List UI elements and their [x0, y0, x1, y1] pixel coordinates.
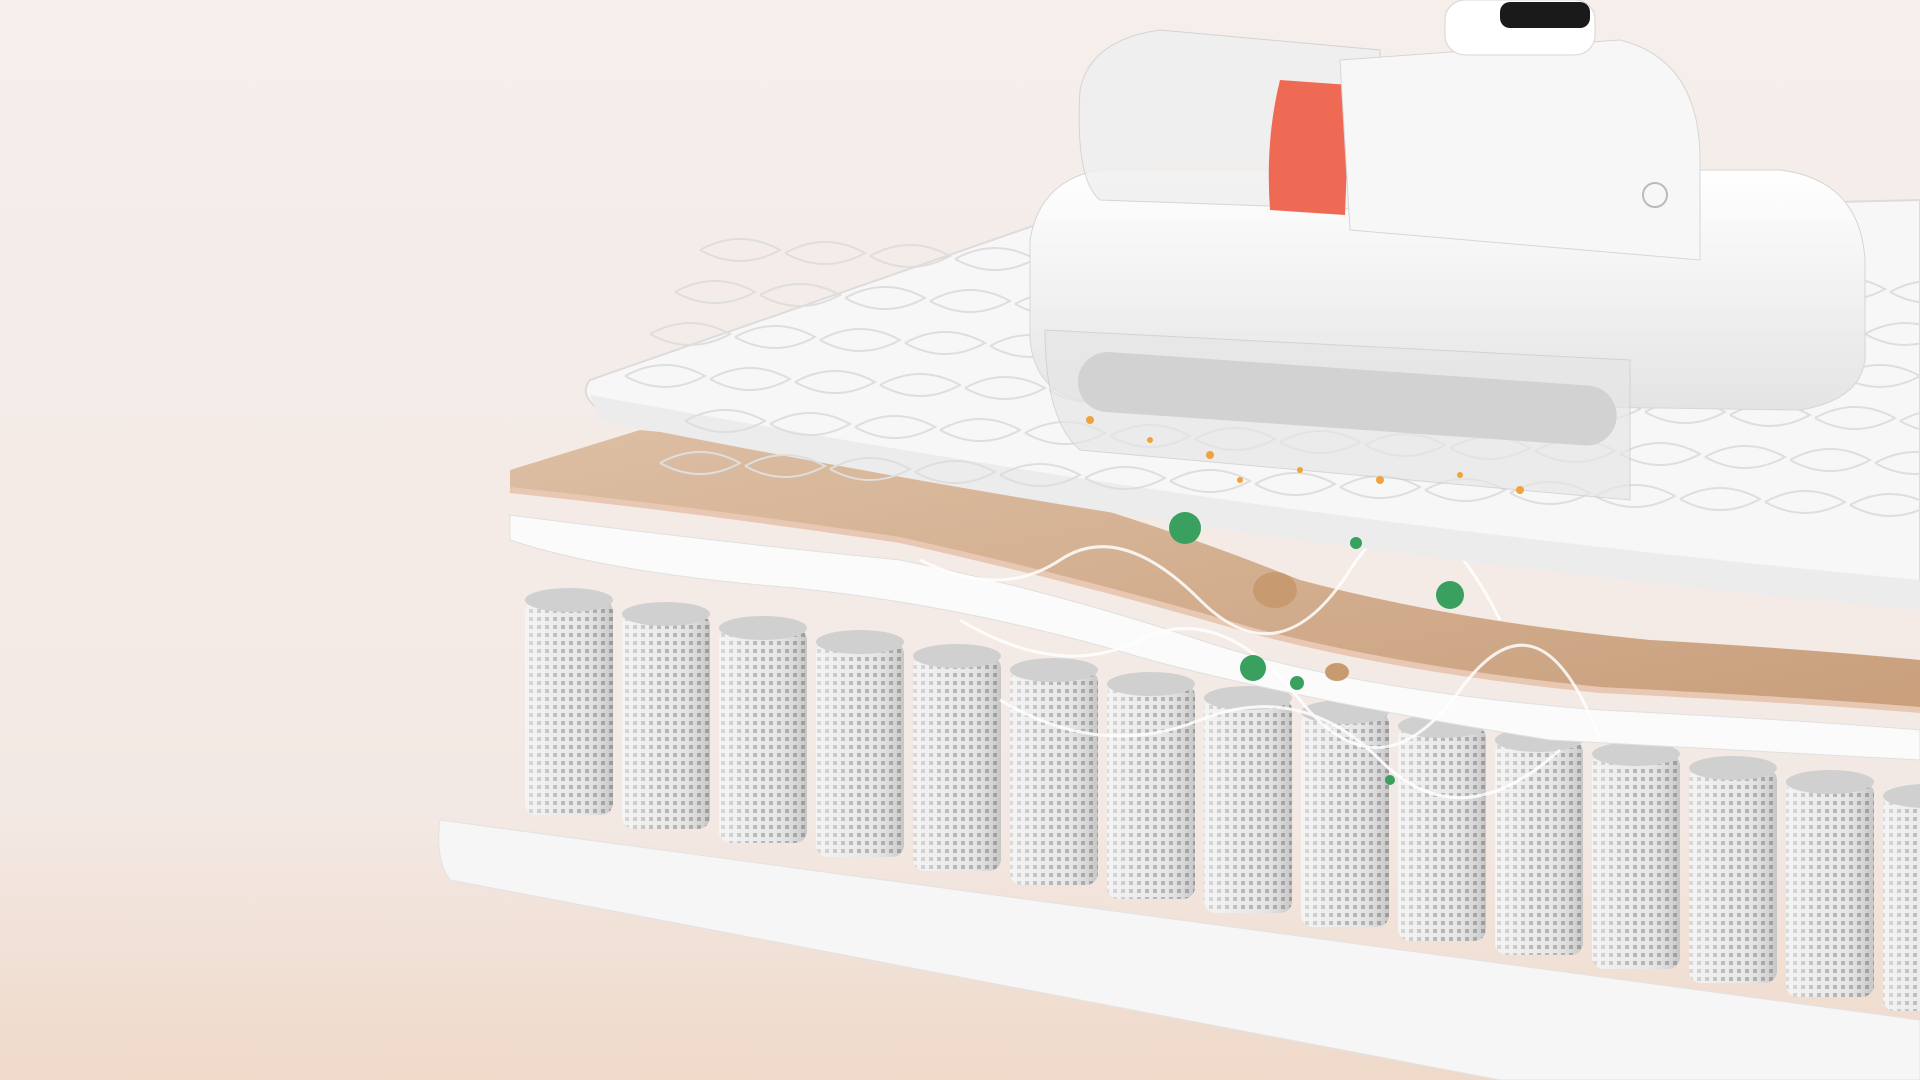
button-icon — [1642, 182, 1668, 208]
coil — [816, 630, 904, 857]
quilt-stitch — [1849, 493, 1920, 517]
quilt-stitch — [674, 280, 758, 304]
quilt-stitch — [709, 367, 793, 391]
coil — [1592, 742, 1680, 969]
dust-mites — [1253, 572, 1349, 681]
quilt-stitch — [1339, 475, 1423, 499]
quilt-stitch — [759, 283, 843, 307]
quilt-stitch — [1169, 469, 1253, 493]
pocket-coils — [525, 588, 1920, 1011]
quilt-stitch — [1619, 442, 1703, 466]
quilt-stitch — [1789, 448, 1873, 472]
quilt-stitch — [1084, 466, 1168, 490]
germs — [1169, 512, 1464, 785]
coil — [1495, 728, 1583, 955]
quilt-stitch — [699, 238, 783, 262]
quilt-stitch — [1254, 472, 1338, 496]
red-band — [1268, 80, 1350, 215]
top-mattress-edge — [590, 395, 1920, 610]
quilt-stitch — [964, 376, 1048, 400]
quilt-stitch — [734, 325, 818, 349]
coil — [1786, 770, 1874, 997]
coil — [1204, 686, 1292, 913]
germ-icon — [1436, 581, 1464, 609]
quilt-stitch — [939, 418, 1023, 442]
quilt-stitch — [819, 328, 903, 352]
quilt-stitch — [1704, 445, 1788, 469]
coil — [913, 644, 1001, 871]
quilt-stitch — [744, 454, 828, 478]
quilt-stitch — [904, 331, 988, 355]
coil — [525, 588, 613, 815]
quilt-stitch — [879, 373, 963, 397]
device-handle-body — [1339, 39, 1701, 261]
quilt-stitch — [869, 244, 953, 268]
quilt-stitch — [929, 289, 1013, 313]
quilt-stitch — [794, 370, 878, 394]
coil — [622, 602, 710, 829]
roller-brush — [1077, 352, 1617, 446]
coil — [1689, 756, 1777, 983]
germ-icon — [1240, 655, 1266, 681]
quilt-stitch — [659, 451, 743, 475]
mattress-base-layer — [438, 819, 1920, 1080]
quilt-stitch — [769, 412, 853, 436]
quilt-stitch — [1814, 406, 1898, 430]
germ-icon — [1169, 512, 1201, 544]
quilt-stitch — [914, 460, 998, 484]
mite-icon — [1325, 663, 1349, 681]
foam-layer — [510, 430, 1920, 710]
quilt-stitch — [649, 322, 733, 346]
coil — [1883, 784, 1920, 1011]
germ-icon — [1290, 676, 1304, 690]
coil — [1301, 700, 1389, 927]
quilt-stitch — [1864, 322, 1920, 346]
quilt-stitch — [684, 409, 768, 433]
quilt-stitch — [854, 415, 938, 439]
coil — [1010, 658, 1098, 885]
germ-icon — [1385, 775, 1395, 785]
germ-icon — [1350, 537, 1362, 549]
quilt-stitch — [624, 364, 708, 388]
quilt-stitch — [1679, 487, 1763, 511]
mattress-cleaner-device — [1029, 0, 1866, 501]
quilt-stitch — [784, 241, 868, 265]
quilt-stitch — [844, 286, 928, 310]
quilt-stitch — [1889, 280, 1920, 304]
dust-particles — [1086, 416, 1524, 494]
coil — [1107, 672, 1195, 899]
quilt-stitch — [829, 457, 913, 481]
quilt-stitch — [1874, 451, 1920, 475]
coil — [719, 616, 807, 843]
display-screen — [1500, 2, 1590, 28]
quilt-stitch — [999, 463, 1083, 487]
mite-icon — [1253, 572, 1297, 608]
quilt-stitch — [1764, 490, 1848, 514]
coil — [1398, 714, 1486, 941]
